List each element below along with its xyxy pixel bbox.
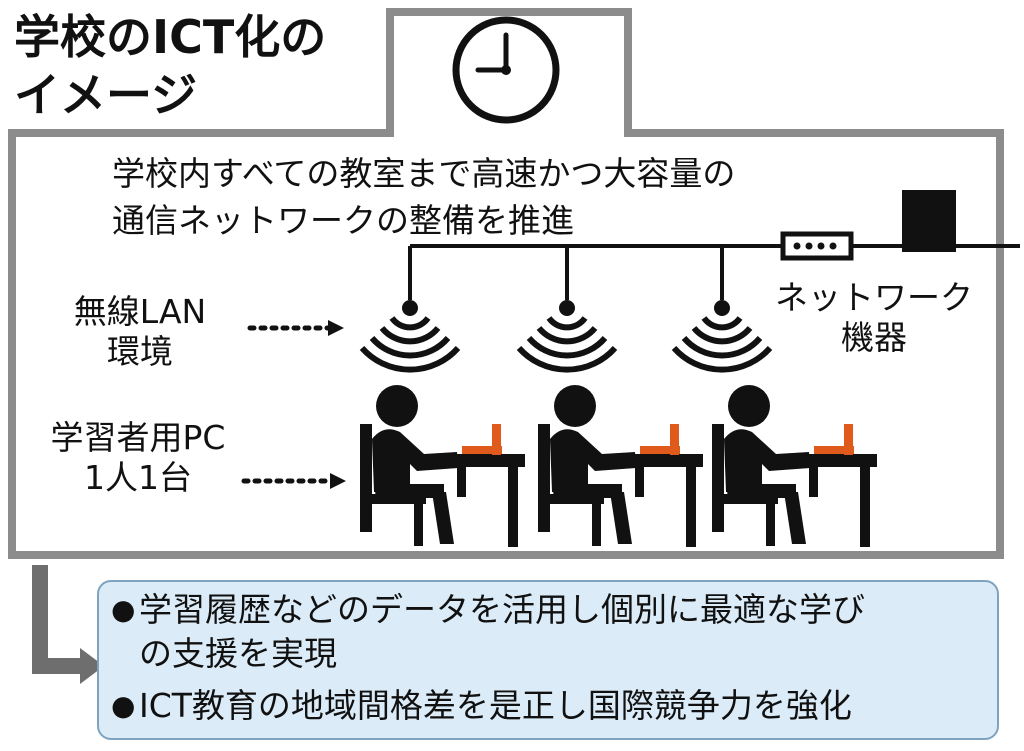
benefits-box: ● 学習履歴などのデータを活用し個別に最適な学び の支援を実現 ● ICT教育の… xyxy=(97,580,999,740)
network-device-label: ネットワーク 機器 xyxy=(775,278,973,357)
bent-arrow-icon xyxy=(32,565,104,684)
wifi-icon xyxy=(519,300,615,370)
list-item: ● 学習履歴などのデータを活用し個別に最適な学び の支援を実現 xyxy=(111,590,865,673)
title-line-2: イメージ xyxy=(14,68,198,122)
clock-icon xyxy=(452,16,560,124)
router-icon xyxy=(780,231,854,261)
wifi-icon xyxy=(362,300,458,370)
network-caption: 学校内すべての教室まで高速かつ大容量の 通信ネットワークの整備を推進 xyxy=(112,150,735,244)
title-line-1: 学校のICT化の xyxy=(14,10,327,64)
caption-line-2: 通信ネットワークの整備を推進 xyxy=(112,201,574,240)
bullet-icon: ● xyxy=(111,593,136,626)
dotted-arrow-icon xyxy=(247,320,344,336)
student-desk-icon xyxy=(538,385,703,547)
diagram-frame xyxy=(8,8,1004,559)
bullet-icon: ● xyxy=(111,689,136,722)
server-icon xyxy=(902,190,956,252)
student-pc-label: 学習者用PC 1人1台 xyxy=(50,418,226,497)
dotted-arrow-icon xyxy=(241,473,346,489)
caption-line-1: 学校内すべての教室まで高速かつ大容量の xyxy=(112,154,736,193)
wireless-lan-label: 無線LAN 環境 xyxy=(73,292,207,371)
student-desk-icon xyxy=(360,385,525,547)
list-item: ● ICT教育の地域間格差を是正し国際競争力を強化 xyxy=(111,684,983,728)
student-desk-icon xyxy=(712,385,877,547)
diagram-title: 学校のICT化の イメージ xyxy=(14,8,326,124)
